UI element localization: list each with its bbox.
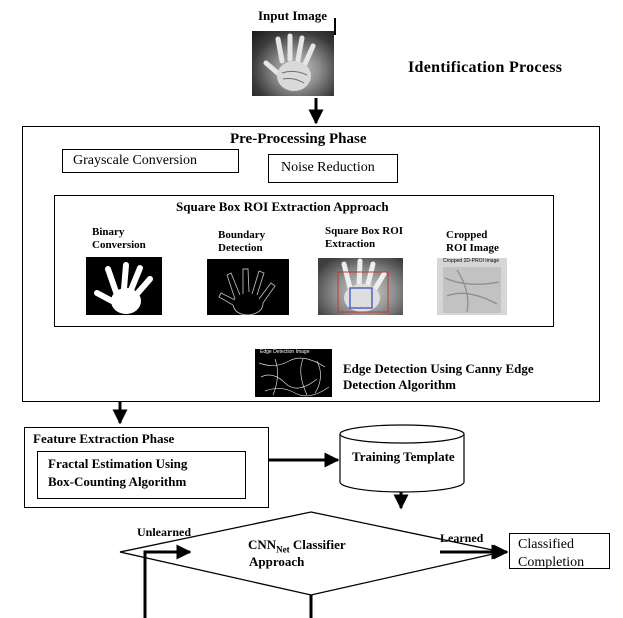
training-label: Training Template xyxy=(352,449,455,464)
roi-title: Square Box ROI Extraction Approach xyxy=(176,199,389,214)
classifier-label-line1: CNNNet Classifier xyxy=(248,537,346,555)
cropped-roi-image: Cropped 2D-PROI Image xyxy=(437,258,507,315)
edge-label-line2: Detection Algorithm xyxy=(343,377,457,392)
noise-box: Noise Reduction xyxy=(268,154,398,183)
grayscale-box: Grayscale Conversion xyxy=(62,149,239,173)
edge-label-line1: Edge Detection Using Canny Edge xyxy=(343,361,534,376)
unlearned-label: Unlearned xyxy=(137,525,191,539)
boundary-image xyxy=(207,259,289,315)
squarebox-label-line2: Extraction xyxy=(325,238,376,250)
arrow-unlearned-loop xyxy=(143,544,192,618)
binary-hand-icon xyxy=(94,262,153,314)
palm-icon xyxy=(263,33,316,91)
classified-label-line2: Completion xyxy=(518,555,585,569)
input-image-title: Input Image xyxy=(258,8,327,23)
squarebox-image xyxy=(318,258,403,315)
boundary-hand-icon xyxy=(218,268,276,315)
classified-completion-box: Classified Completion xyxy=(509,533,610,569)
noise-label: Noise Reduction xyxy=(281,160,375,175)
cropped-label-line2: ROI Image xyxy=(446,242,499,254)
fractal-label-line2: Box-Counting Algorithm xyxy=(48,474,187,489)
binary-label-line2: Conversion xyxy=(92,239,146,251)
cropped-texture-icon xyxy=(443,267,501,313)
edge-texture-icon xyxy=(258,357,330,397)
edge-image-caption: Edge Detection Image xyxy=(260,349,310,355)
binary-label-line1: Binary xyxy=(92,226,125,238)
grayscale-label: Grayscale Conversion xyxy=(73,153,198,168)
binary-image xyxy=(86,257,162,315)
squarebox-label-line1: Square Box ROI xyxy=(325,225,404,237)
classified-label-line1: Classified xyxy=(518,537,574,552)
training-cylinder xyxy=(339,424,465,493)
input-palm-image xyxy=(252,31,334,96)
classifier-label-line2: Approach xyxy=(249,554,305,569)
fractal-box: Fractal Estimation Using Box-Counting Al… xyxy=(37,451,246,499)
classifier-suffix: Classifier xyxy=(289,537,346,552)
learned-label: Learned xyxy=(440,531,484,545)
classifier-cnn: CNN xyxy=(248,537,277,552)
cropped-image-caption: Cropped 2D-PROI Image xyxy=(443,258,500,264)
squarebox-hand-icon xyxy=(337,258,389,313)
edge-detection-image: Edge Detection Image xyxy=(255,349,332,397)
cropped-label-line1: Cropped xyxy=(446,229,488,241)
diagram-title: Identification Process xyxy=(408,59,563,76)
fractal-label-line1: Fractal Estimation Using xyxy=(48,456,188,471)
feature-title: Feature Extraction Phase xyxy=(33,431,175,446)
boundary-label-line2: Detection xyxy=(218,242,263,254)
preprocessing-title: Pre-Processing Phase xyxy=(230,131,367,147)
classifier-net: Net xyxy=(276,544,290,555)
boundary-label-line1: Boundary xyxy=(218,229,266,241)
